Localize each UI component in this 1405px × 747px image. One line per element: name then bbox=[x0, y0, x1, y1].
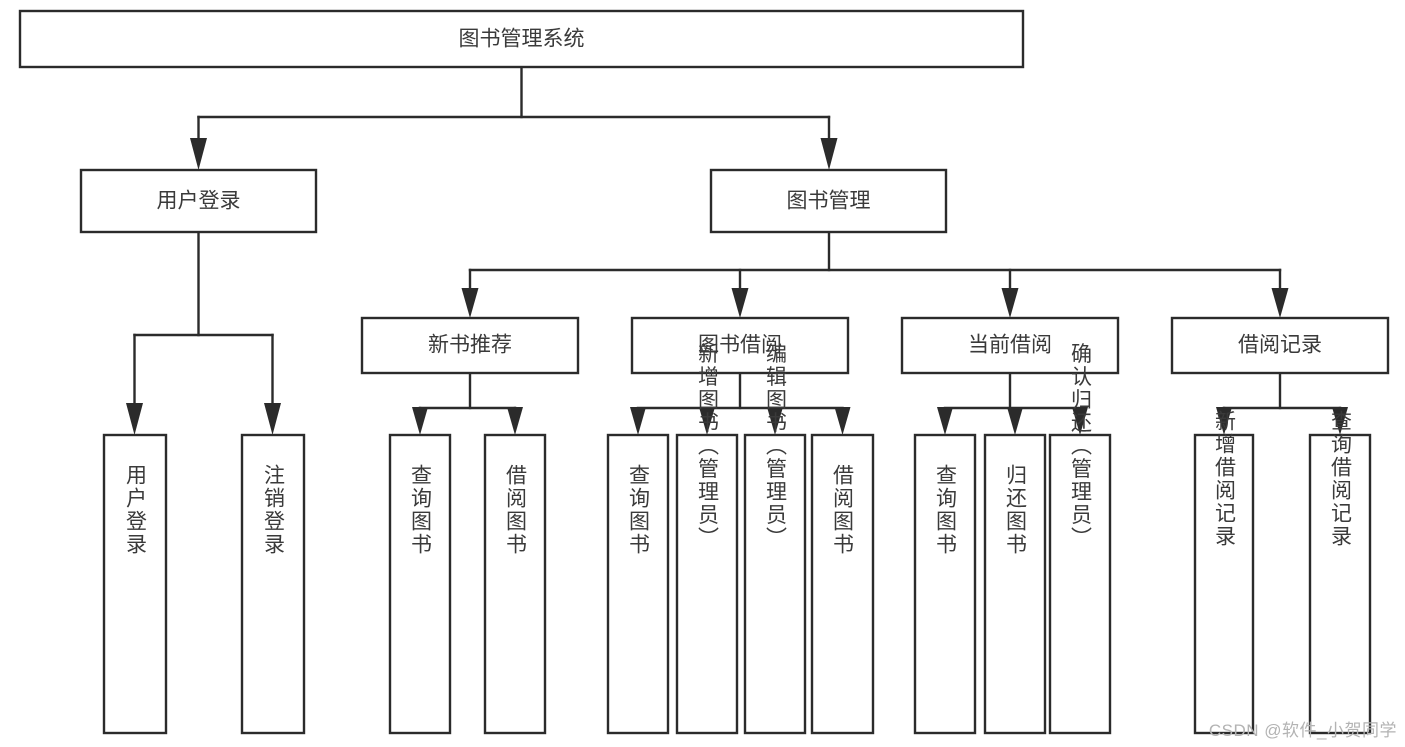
arrow-head-bk-add bbox=[699, 407, 715, 435]
leaf-br-query-record-label: 查询借阅记录 bbox=[1329, 410, 1353, 548]
arrow-head-bk-edit bbox=[767, 407, 783, 435]
leaf-br-add-record-box[interactable] bbox=[1193, 433, 1255, 735]
node-new-book-recommend-label: 新书推荐 bbox=[428, 334, 512, 357]
leaf-br-query-record[interactable]: 查询借阅记录 bbox=[1308, 410, 1372, 735]
node-book-management[interactable]: 图书管理 bbox=[709, 168, 948, 234]
arrow-head-nb-borrow bbox=[507, 407, 523, 435]
leaf-cb-confirm-return-admin-box[interactable] bbox=[1048, 433, 1112, 735]
node-current-borrow[interactable]: 当前借阅 bbox=[900, 316, 1120, 375]
arrow-head-bk-query bbox=[630, 407, 646, 435]
leaf-bk-add-book-admin-label: 新增图书（管理员） bbox=[696, 343, 720, 550]
node-book-management-label: 图书管理 bbox=[787, 190, 871, 213]
leaf-cb-return-book-box[interactable] bbox=[983, 433, 1047, 735]
leaf-br-add-record[interactable]: 新增借阅记录 bbox=[1193, 410, 1255, 735]
leaf-bk-borrow-book[interactable]: 借阅图书 bbox=[810, 433, 875, 735]
node-book-borrow-label: 图书借阅 bbox=[698, 334, 782, 357]
leaf-logout[interactable]: 注销登录 bbox=[240, 433, 306, 735]
leaf-bk-query-book-box[interactable] bbox=[606, 433, 670, 735]
leaf-user-login[interactable]: 用户登录 bbox=[102, 433, 168, 735]
leaf-bk-query-book[interactable]: 查询图书 bbox=[606, 433, 670, 735]
node-borrow-record-box[interactable] bbox=[1170, 316, 1390, 375]
leaf-bk-edit-book-admin-box[interactable] bbox=[743, 433, 807, 735]
leaf-logout-box[interactable] bbox=[240, 433, 306, 735]
arrow-head-nb-query bbox=[412, 407, 428, 435]
leaf-bk-edit-book-admin-label: 编辑图书（管理员） bbox=[764, 343, 788, 550]
arrow-head-leaf-logout bbox=[264, 403, 281, 435]
arrow-head-borrow bbox=[731, 288, 749, 318]
leaf-user-login-label: 用户登录 bbox=[124, 464, 148, 556]
leaf-cb-return-book[interactable]: 归还图书 bbox=[983, 433, 1047, 735]
arrow-head-user-login bbox=[190, 138, 207, 170]
node-user-login[interactable]: 用户登录 bbox=[79, 168, 318, 234]
leaf-cb-query-book-box[interactable] bbox=[913, 433, 977, 735]
leaf-nb-query-book-label: 查询图书 bbox=[409, 464, 433, 556]
arrow-head-cb-query bbox=[937, 407, 953, 435]
leaf-bk-borrow-book-box[interactable] bbox=[810, 433, 875, 735]
leaf-br-add-record-label: 新增借阅记录 bbox=[1213, 410, 1237, 548]
leaf-logout-label: 注销登录 bbox=[262, 464, 286, 556]
arrow-head-cb-return bbox=[1007, 407, 1023, 435]
leaf-cb-query-book-label: 查询图书 bbox=[934, 464, 958, 556]
arrow-head-new-book bbox=[461, 288, 479, 318]
node-root-label: 图书管理系统 bbox=[459, 28, 585, 51]
leaf-bk-add-book-admin-box[interactable] bbox=[675, 433, 739, 735]
node-book-borrow[interactable]: 图书借阅 bbox=[630, 316, 850, 375]
leaf-bk-add-book-admin[interactable]: 新增图书（管理员） bbox=[675, 343, 739, 735]
leaf-nb-borrow-book-box[interactable] bbox=[483, 433, 547, 735]
leaf-bk-query-book-label: 查询图书 bbox=[627, 464, 651, 556]
leaf-cb-query-book[interactable]: 查询图书 bbox=[913, 433, 977, 735]
node-root[interactable]: 图书管理系统 bbox=[18, 9, 1025, 69]
arrow-head-current-borrow bbox=[1001, 288, 1019, 318]
arrow-head-leaf-user-login bbox=[126, 403, 143, 435]
leaf-user-login-box[interactable] bbox=[102, 433, 168, 735]
node-new-book-recommend-box[interactable] bbox=[360, 316, 580, 375]
leaf-nb-borrow-book-label: 借阅图书 bbox=[504, 464, 528, 556]
arrow-head-borrow-record bbox=[1271, 288, 1289, 318]
leaf-cb-confirm-return-admin[interactable]: 确认归还（管理员） bbox=[1048, 343, 1112, 735]
connector-layer bbox=[126, 65, 1348, 435]
node-user-login-box[interactable] bbox=[79, 168, 318, 234]
arrow-head-br-add bbox=[1216, 407, 1232, 435]
leaf-cb-confirm-return-admin-label: 确认归还（管理员） bbox=[1069, 343, 1093, 550]
node-root-box[interactable] bbox=[18, 9, 1025, 69]
leaf-nb-query-book-box[interactable] bbox=[388, 433, 452, 735]
node-new-book-recommend[interactable]: 新书推荐 bbox=[360, 316, 580, 375]
leaf-nb-query-book[interactable]: 查询图书 bbox=[388, 433, 452, 735]
node-book-borrow-box[interactable] bbox=[630, 316, 850, 375]
leaf-bk-borrow-book-label: 借阅图书 bbox=[831, 464, 855, 556]
node-book-management-box[interactable] bbox=[709, 168, 948, 234]
node-borrow-record-label: 借阅记录 bbox=[1238, 334, 1322, 357]
arrow-head-bk-borrow bbox=[834, 407, 851, 435]
node-current-borrow-box[interactable] bbox=[900, 316, 1120, 375]
leaf-br-query-record-box[interactable] bbox=[1308, 433, 1372, 735]
leaf-bk-edit-book-admin[interactable]: 编辑图书（管理员） bbox=[743, 343, 807, 735]
arrow-head-br-query bbox=[1332, 407, 1348, 435]
node-user-login-label: 用户登录 bbox=[157, 190, 241, 213]
leaf-nb-borrow-book[interactable]: 借阅图书 bbox=[483, 433, 547, 735]
arrow-head-cb-confirm bbox=[1072, 407, 1088, 435]
leaf-cb-return-book-label: 归还图书 bbox=[1004, 464, 1028, 556]
node-current-borrow-label: 当前借阅 bbox=[968, 334, 1052, 357]
arrow-head-book-mgmt bbox=[820, 138, 838, 170]
node-borrow-record[interactable]: 借阅记录 bbox=[1170, 316, 1390, 375]
